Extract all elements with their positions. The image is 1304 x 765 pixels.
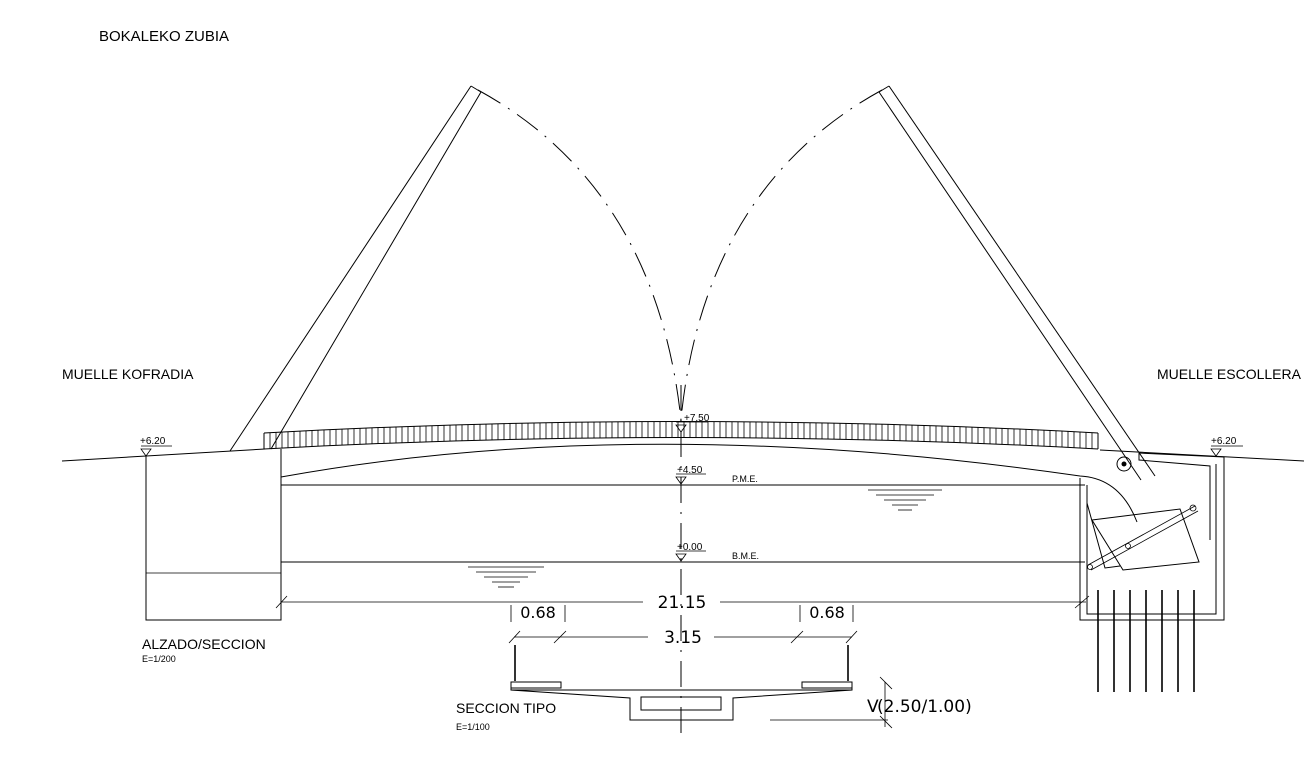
svg-text:+6.20: +6.20 bbox=[140, 436, 166, 447]
svg-text:B.M.E.: B.M.E. bbox=[732, 551, 759, 561]
left-raised-leaf bbox=[229, 85, 482, 452]
svg-text:+7.50: +7.50 bbox=[684, 413, 710, 424]
svg-text:3.15: 3.15 bbox=[664, 628, 702, 648]
counterweight-mechanism bbox=[1087, 504, 1200, 571]
pivot-bearing-icon bbox=[1116, 456, 1132, 472]
right-quay-label: MUELLE ESCOLLERA bbox=[1157, 366, 1302, 382]
left-cantilever-dimension: 0.68 bbox=[520, 603, 556, 622]
right-cantilever-dimension: 0.68 bbox=[809, 603, 845, 622]
span-dimension: 21.15 bbox=[275, 593, 1090, 613]
slope-indicator: V (2.50/1.00) bbox=[770, 676, 972, 729]
elevation-view-title: ALZADO/SECCION bbox=[142, 636, 266, 652]
low-water-level: +0.00 B.M.E. bbox=[281, 542, 1085, 588]
left-quay-elevation-marker: +6.20 bbox=[140, 436, 172, 457]
right-quay-elevation-marker: +6.20 bbox=[1210, 436, 1243, 457]
svg-text:+0.00: +0.00 bbox=[677, 542, 703, 553]
right-abutment bbox=[1079, 452, 1225, 621]
svg-text:(2.50/1.00): (2.50/1.00) bbox=[877, 697, 972, 717]
deck-top-elevation-marker: +7.50 bbox=[675, 413, 710, 433]
left-leaf-swing-arc bbox=[477, 89, 683, 431]
left-quay-label: MUELLE KOFRADIA bbox=[62, 366, 194, 382]
svg-text:21.15: 21.15 bbox=[658, 593, 707, 613]
high-water-level: +4.50 P.M.E. bbox=[281, 465, 1085, 511]
svg-text:V: V bbox=[867, 697, 879, 717]
svg-text:+4.50: +4.50 bbox=[677, 465, 703, 476]
left-abutment bbox=[145, 449, 282, 621]
foundation-piles bbox=[1097, 590, 1195, 692]
deck-railing-posts bbox=[269, 421, 1093, 449]
drawing-title: BOKALEKO ZUBIA bbox=[99, 28, 229, 45]
right-raised-leaf bbox=[878, 85, 1156, 481]
section-view-title: SECCION TIPO bbox=[456, 700, 556, 716]
deck-width-dimension: 3.15 0.68 0.68 bbox=[508, 603, 858, 648]
section-view-scale: E=1/100 bbox=[456, 722, 490, 732]
svg-text:P.M.E.: P.M.E. bbox=[732, 474, 758, 484]
right-leaf-swing-arc bbox=[679, 89, 883, 431]
left-ground-line bbox=[61, 448, 266, 462]
typical-cross-section bbox=[510, 645, 853, 721]
elevation-view-scale: E=1/200 bbox=[142, 654, 176, 664]
svg-text:+6.20: +6.20 bbox=[1211, 436, 1237, 447]
